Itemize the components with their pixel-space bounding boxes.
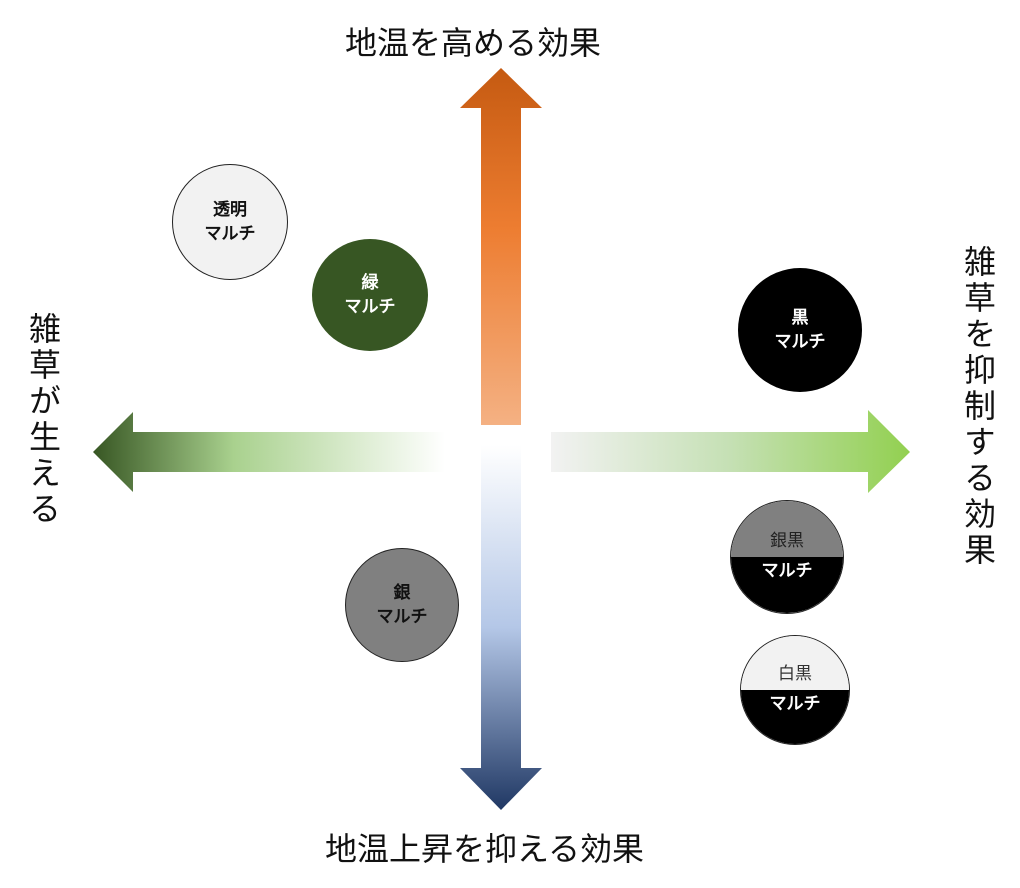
black-mulch: 黒 マルチ	[738, 268, 862, 392]
clear-mulch-line1: 透明	[213, 200, 247, 220]
label-left: 雑草が生える	[24, 312, 62, 528]
label-bottom: 地温上昇を抑える効果	[325, 830, 645, 868]
arrow-down	[460, 445, 542, 810]
silver-black-mulch: 銀黒 マルチ	[730, 500, 844, 614]
green-mulch-line2: マルチ	[344, 297, 396, 317]
clear-mulch-line2: マルチ	[204, 224, 256, 244]
label-top: 地温を高める効果	[345, 24, 602, 62]
arrow-left	[93, 412, 445, 492]
arrow-up	[460, 68, 542, 425]
silver-mulch-line2: マルチ	[376, 607, 428, 627]
label-right: 雑草を抑制する効果	[959, 245, 997, 569]
white-black-mulch-line1: 白黒	[741, 636, 849, 690]
green-mulch: 緑 マルチ	[312, 239, 428, 351]
black-mulch-line1: 黒	[791, 308, 809, 328]
clear-mulch: 透明 マルチ	[172, 164, 288, 280]
silver-mulch-line1: 銀	[393, 583, 411, 603]
arrow-right	[551, 410, 910, 493]
white-black-mulch: 白黒 マルチ	[740, 635, 850, 745]
silver-mulch: 銀 マルチ	[345, 548, 459, 662]
black-mulch-line2: マルチ	[774, 332, 826, 352]
green-mulch-line1: 緑	[361, 273, 379, 293]
